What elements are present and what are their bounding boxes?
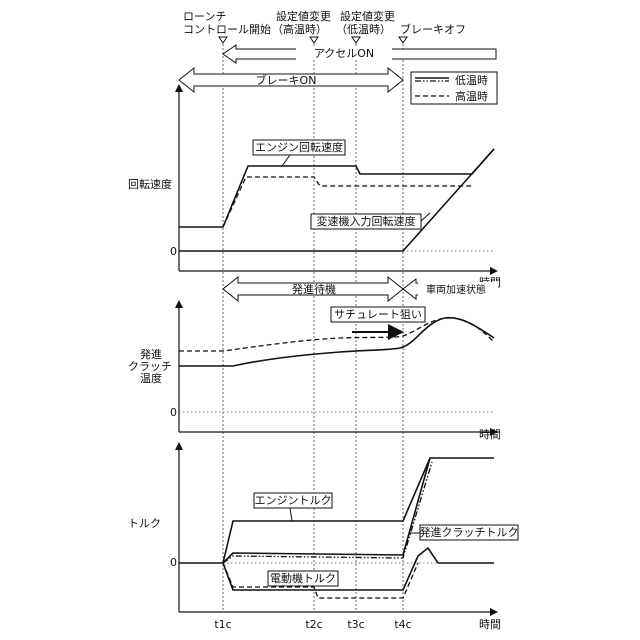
brake-on-label: ブレーキON bbox=[256, 73, 317, 87]
saturate-label: サチュレート狙い bbox=[334, 308, 422, 321]
clutch-torque-label: 発進クラッチトルク bbox=[420, 525, 519, 539]
clutch-temp-low bbox=[179, 318, 494, 366]
event-set-change-low-line2: （低温時） bbox=[336, 23, 391, 36]
vehicle-accel-label: 車両加速状態 bbox=[426, 283, 486, 296]
speed-zero-label: 0 bbox=[170, 245, 177, 258]
clutch-xlabel: 時間 bbox=[479, 428, 501, 441]
event-brake-off: ブレーキオフ bbox=[400, 22, 466, 36]
accel-on-label: アクセルON bbox=[314, 47, 374, 60]
clutch-zero-label: 0 bbox=[170, 406, 177, 419]
clutch-ylabel-line1: 発進 bbox=[140, 347, 162, 361]
event-marker-t2c bbox=[310, 37, 318, 43]
clutch-torque-high bbox=[223, 462, 432, 563]
torque-ylabel: トルク bbox=[128, 517, 161, 530]
input-speed-line bbox=[179, 149, 494, 251]
event-set-change-high-line1: 設定値変更 bbox=[276, 9, 331, 23]
clutch-temp-high bbox=[179, 318, 494, 351]
launch-standby-label: 発進待機 bbox=[292, 282, 336, 296]
event-marker-t4c bbox=[399, 37, 407, 43]
motor-torque-label: 電動機トルク bbox=[270, 571, 336, 585]
clutch-ylabel-line3: 温度 bbox=[140, 371, 162, 385]
torque-xlabel: 時間 bbox=[479, 618, 501, 631]
torque-zero-label: 0 bbox=[170, 556, 177, 569]
event-launch-line1: ローンチ bbox=[183, 10, 226, 23]
engine-torque-label: エンジントルク bbox=[255, 494, 332, 507]
tick-t3c: t3c bbox=[347, 618, 364, 631]
event-marker-t3c bbox=[352, 37, 360, 43]
speed-ylabel: 回転速度 bbox=[128, 177, 172, 191]
engine-speed-label: エンジン回転速度 bbox=[255, 140, 343, 154]
tick-t1c: t1c bbox=[214, 618, 231, 631]
tick-t4c: t4c bbox=[394, 618, 411, 631]
legend-low-label: 低温時 bbox=[455, 74, 488, 87]
event-launch-line2: コントロール開始 bbox=[183, 22, 271, 36]
clutch-torque-low bbox=[223, 458, 430, 563]
input-speed-label: 変速機入力回転速度 bbox=[317, 214, 416, 228]
engine-torque-line bbox=[179, 458, 494, 563]
tick-t2c: t2c bbox=[305, 618, 322, 631]
event-marker-t1c bbox=[219, 37, 227, 43]
event-set-change-low-line1: 設定値変更 bbox=[340, 9, 395, 23]
legend-high-label: 高温時 bbox=[455, 89, 488, 103]
event-set-change-high-line2: （高温時） bbox=[272, 22, 327, 36]
